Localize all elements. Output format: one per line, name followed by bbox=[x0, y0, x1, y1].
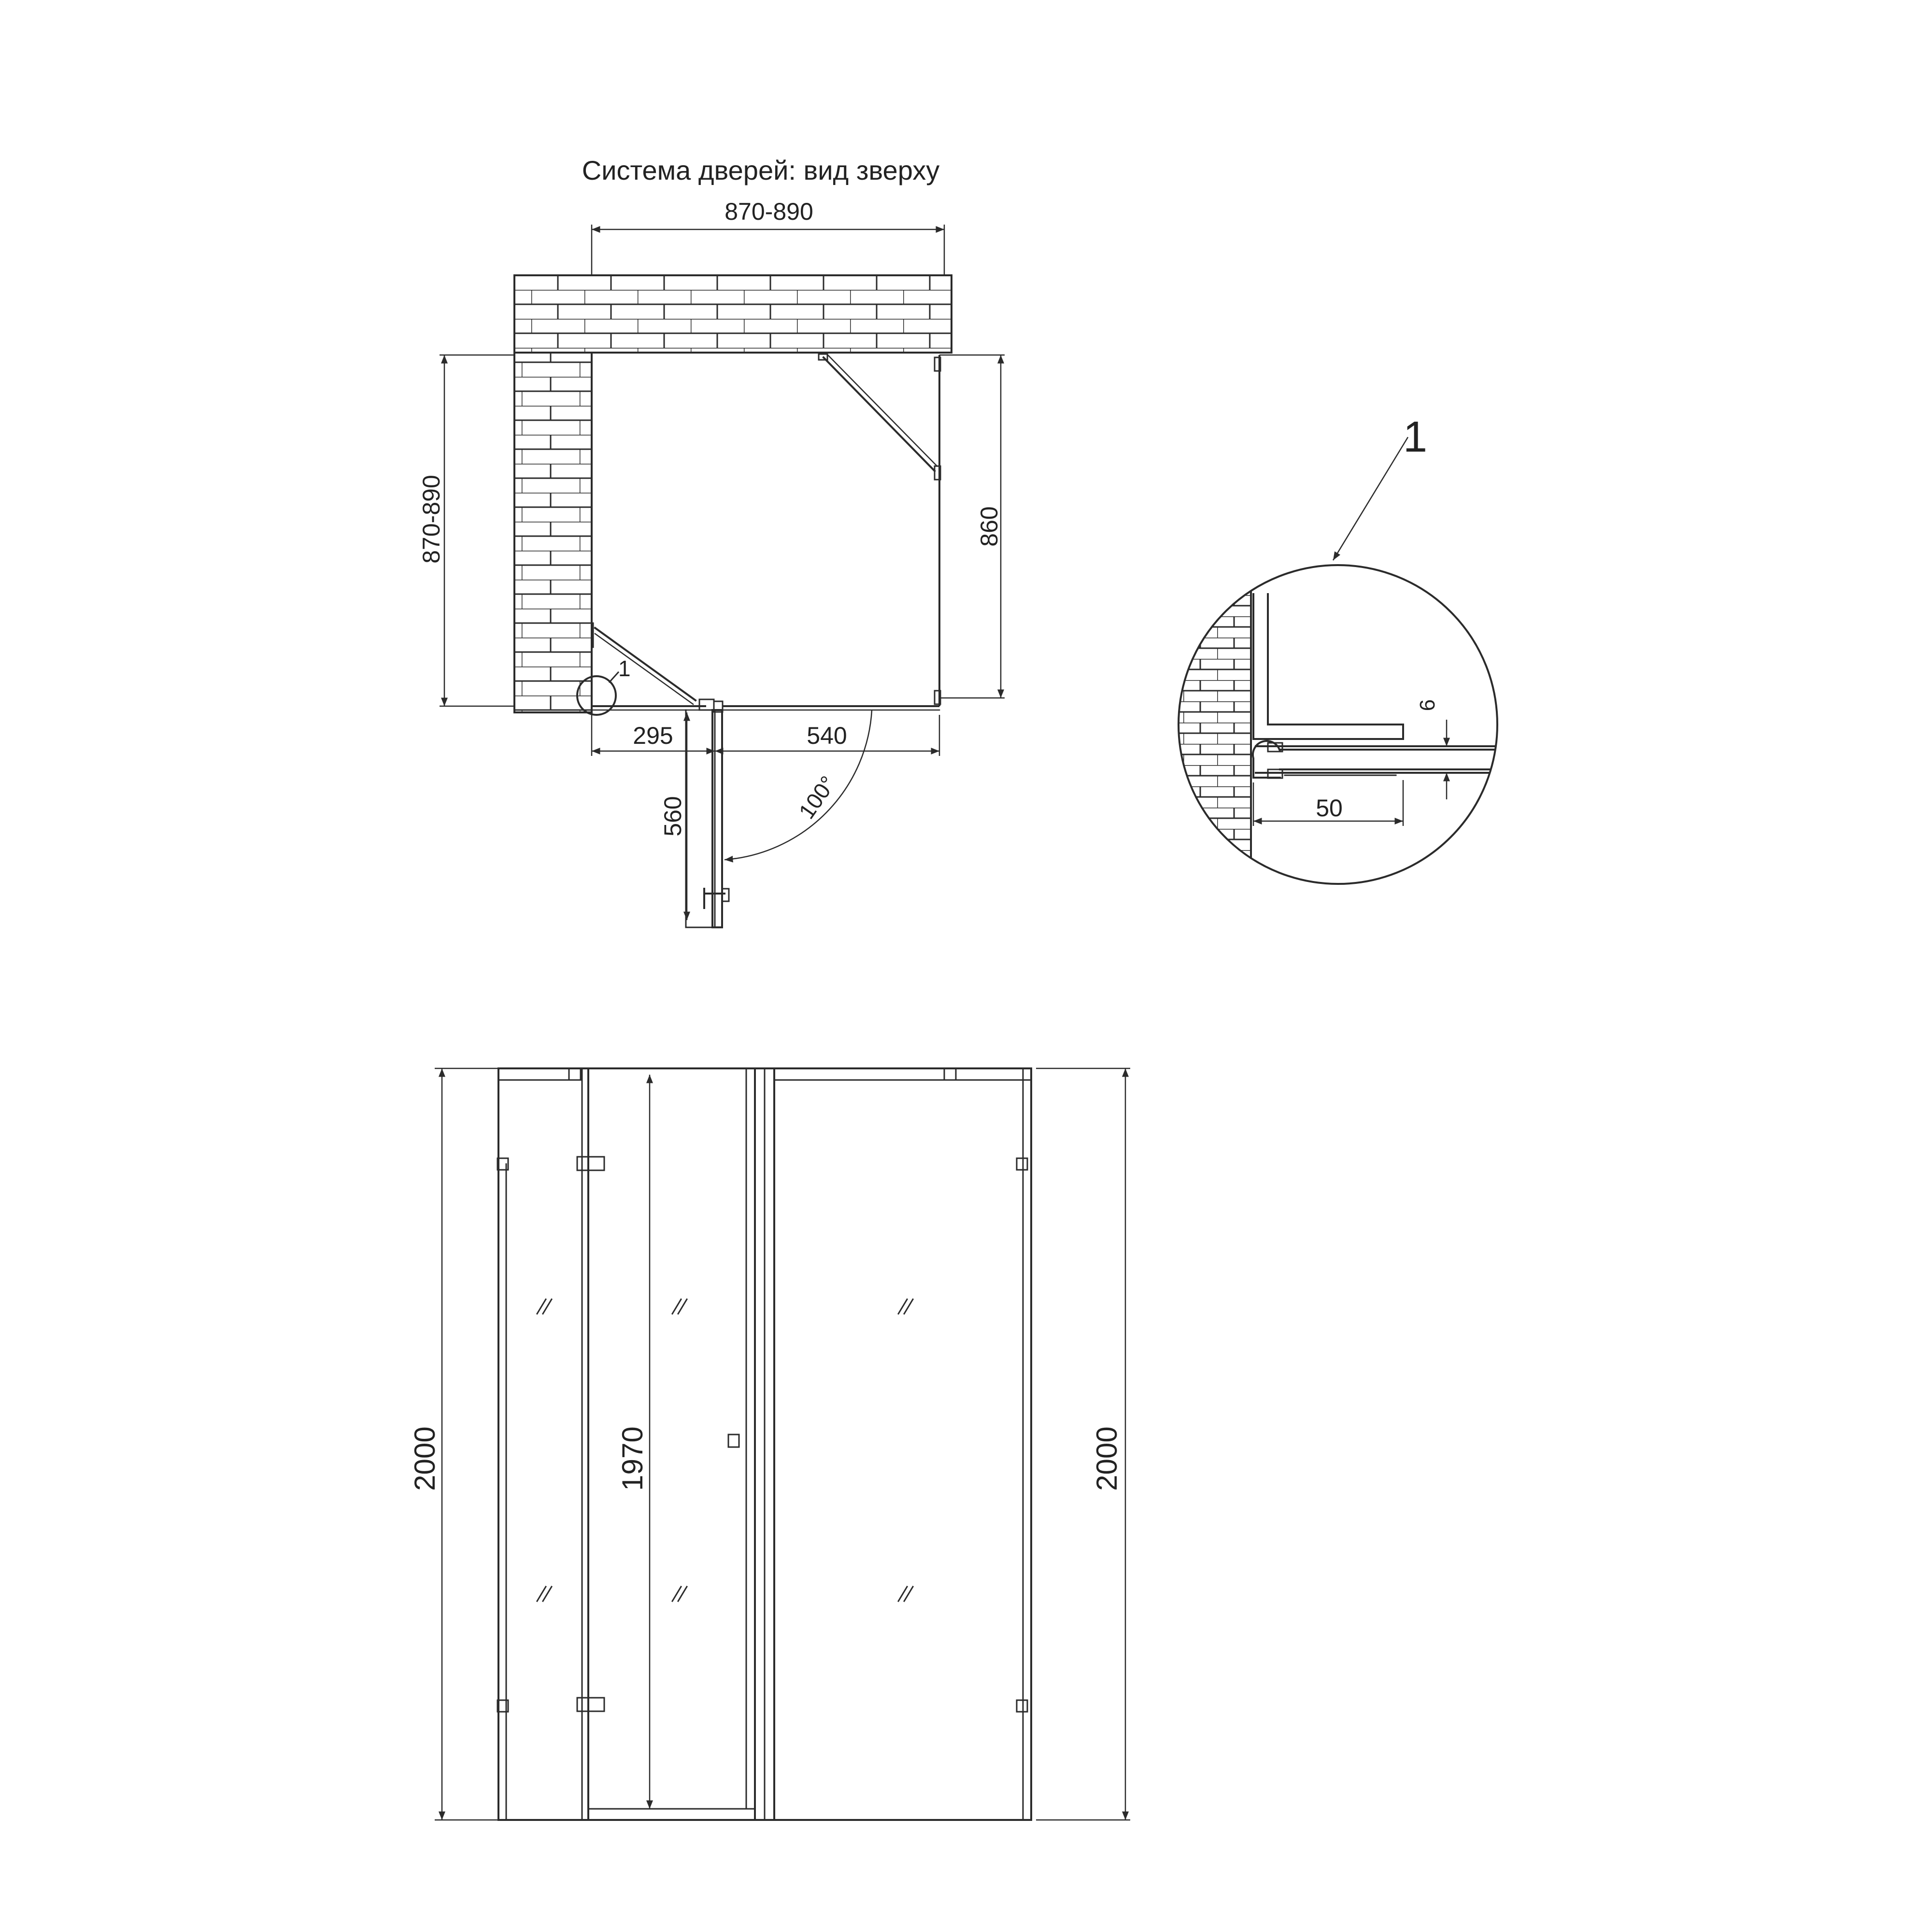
back-wall bbox=[513, 274, 952, 354]
detail-callout-label: 1 bbox=[618, 656, 631, 681]
right-fixed-panel bbox=[773, 1067, 1032, 1821]
door-panel bbox=[587, 1067, 756, 1821]
detail-callout-circle bbox=[576, 675, 617, 716]
door-angle-label: 100° bbox=[794, 771, 840, 824]
detail-circle bbox=[1178, 564, 1498, 885]
drawing-title: Система дверей: вид зверху bbox=[582, 155, 939, 185]
dim-width-50: 50 bbox=[1316, 795, 1343, 822]
front-view: 2000 2000 1970 bbox=[409, 1067, 1130, 1821]
side-wall bbox=[513, 352, 593, 713]
dim-left-depth: 870-890 bbox=[418, 475, 445, 564]
support-bar-bottom bbox=[594, 626, 697, 702]
dim-height-left: 2000 bbox=[409, 1426, 441, 1491]
door-swing-arc bbox=[724, 710, 873, 863]
left-side-panel bbox=[497, 1067, 589, 1821]
door-handle bbox=[727, 1434, 740, 1448]
top-view: 870-890 870-890 860 bbox=[418, 198, 1005, 928]
dim-bottom-right: 540 bbox=[807, 722, 847, 749]
dim-door-height: 1970 bbox=[616, 1426, 649, 1491]
dim-gap: 6 bbox=[1416, 699, 1439, 711]
open-door bbox=[711, 709, 723, 928]
dim-door-width: 560 bbox=[659, 796, 686, 836]
glass-hatch-marks bbox=[536, 1298, 914, 1603]
detail-leader-arrow bbox=[1332, 437, 1409, 561]
dim-top-width: 870-890 bbox=[724, 198, 813, 225]
detail-view: 6 50 1 bbox=[1178, 413, 1498, 885]
dim-right-panel: 860 bbox=[976, 506, 1003, 546]
support-bar-top bbox=[822, 356, 936, 472]
dim-bottom-left: 295 bbox=[633, 722, 673, 749]
detail-marker-label: 1 bbox=[1403, 413, 1427, 461]
dim-height-right: 2000 bbox=[1091, 1426, 1123, 1491]
